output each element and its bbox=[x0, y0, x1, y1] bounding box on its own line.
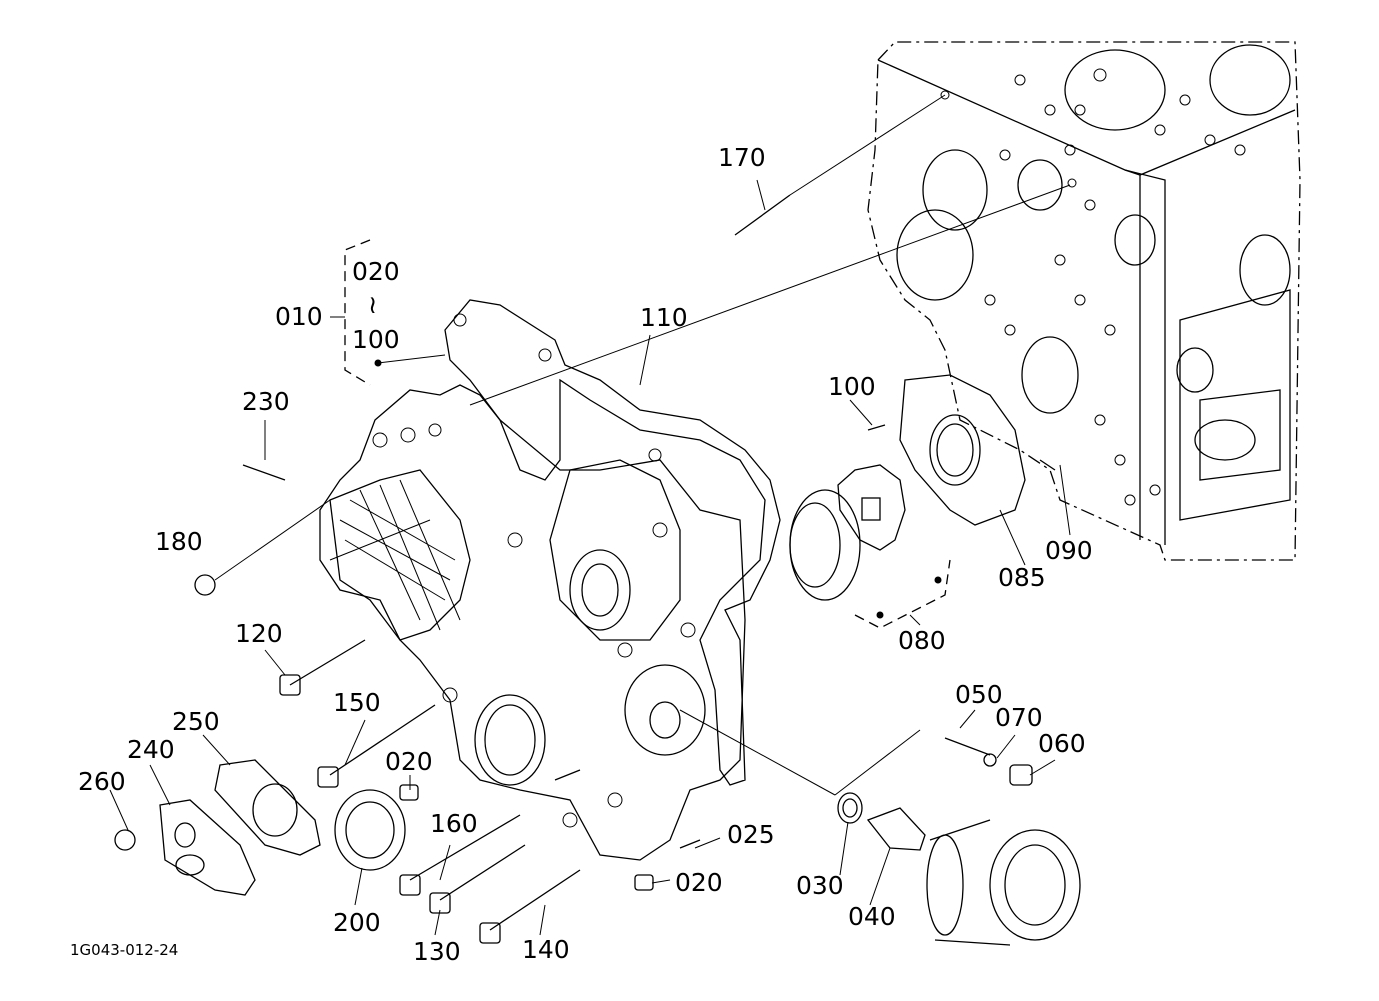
label-240: 240 bbox=[127, 735, 175, 764]
bolts bbox=[242, 194, 791, 944]
label-010: 010 bbox=[275, 302, 323, 331]
leader-lines bbox=[109, 94, 1071, 936]
label-080: 080 bbox=[898, 626, 946, 655]
oil-pump-parts bbox=[789, 374, 1026, 601]
cover-plate bbox=[159, 759, 321, 896]
label-090: 090 bbox=[1045, 536, 1093, 565]
label-085: 085 bbox=[998, 563, 1046, 592]
label-range-tilde: ≀ bbox=[368, 290, 377, 319]
label-230: 230 bbox=[242, 387, 290, 416]
label-100: 100 bbox=[828, 372, 876, 401]
part-labels: 170 020 ≀ 010 100 110 230 100 180 090 08… bbox=[70, 143, 1093, 966]
label-100-range-end: 100 bbox=[352, 325, 400, 354]
label-110: 110 bbox=[640, 303, 688, 332]
small-parts bbox=[114, 424, 1056, 891]
label-040: 040 bbox=[848, 902, 896, 931]
label-160: 160 bbox=[430, 809, 478, 838]
engine-block bbox=[867, 41, 1301, 561]
label-150: 150 bbox=[333, 688, 381, 717]
label-070: 070 bbox=[995, 703, 1043, 732]
label-130: 130 bbox=[413, 937, 461, 966]
brackets bbox=[344, 239, 951, 629]
label-020-range-start: 020 bbox=[352, 257, 400, 286]
label-180: 180 bbox=[155, 527, 203, 556]
label-025: 025 bbox=[727, 820, 775, 849]
label-170: 170 bbox=[718, 143, 766, 172]
label-060: 060 bbox=[1038, 729, 1086, 758]
label-120: 120 bbox=[235, 619, 283, 648]
label-020-b: 020 bbox=[675, 868, 723, 897]
label-260: 260 bbox=[78, 767, 126, 796]
label-050: 050 bbox=[955, 680, 1003, 709]
oil-seal-200 bbox=[334, 789, 406, 871]
label-200: 200 bbox=[333, 908, 381, 937]
drawing-code: 1G043-012-24 bbox=[70, 941, 178, 959]
oil-filter bbox=[926, 819, 1081, 946]
label-140: 140 bbox=[522, 935, 570, 964]
label-250: 250 bbox=[172, 707, 220, 736]
gasket-110 bbox=[428, 299, 781, 786]
gear-case bbox=[319, 384, 746, 861]
label-030: 030 bbox=[796, 871, 844, 900]
label-020-a: 020 bbox=[385, 747, 433, 776]
